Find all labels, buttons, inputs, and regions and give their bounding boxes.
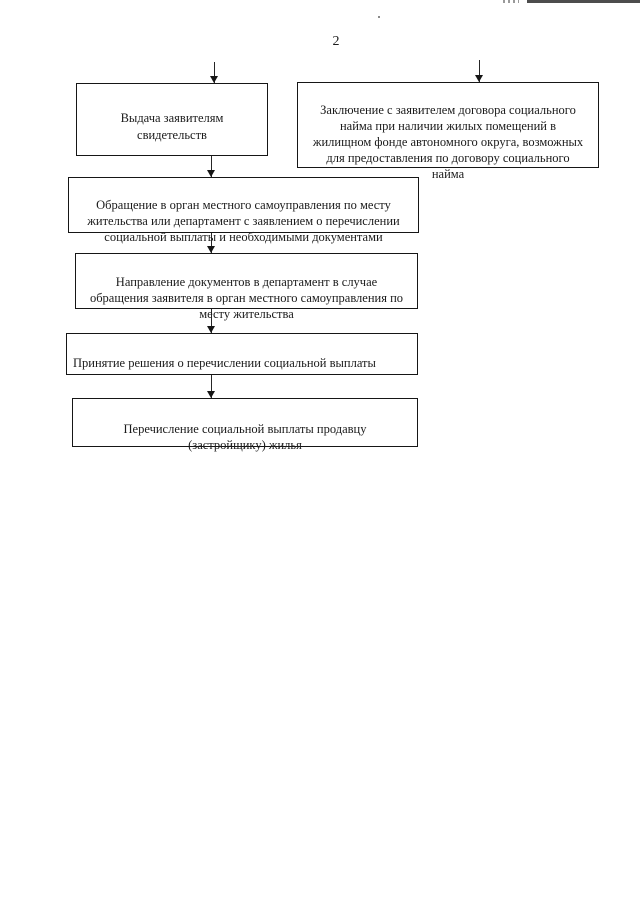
flow-arrow-decision-to-payment [207,375,215,398]
flow-box-transfer-decision-text: Принятие решения о перечислении социальн… [73,356,376,370]
flow-box-forward-documents: Направление документов в департамент в с… [75,253,418,321]
scan-artifact-specks [503,0,519,3]
flow-box-issue-certificates-text: Выдача заявителям свидетельств [120,111,224,142]
flow-arrow-into-issue-certificates [210,62,218,83]
flow-arrow-forwarding-to-decision [207,309,215,333]
flow-box-application-to-authority-text: Обращение в орган местного самоуправлени… [87,198,400,244]
flow-box-application-to-authority: Обращение в орган местного самоуправлени… [68,177,419,244]
flow-box-social-tenancy-agreement: Заключение с заявителем договора социаль… [297,82,599,181]
flow-box-social-tenancy-agreement-text: Заключение с заявителем договора социаль… [312,103,584,181]
flow-arrow-into-tenancy-agreement [475,60,483,82]
flow-box-transfer-payment: Перечисление социальной выплаты продавцу… [72,398,418,452]
page-number: 2 [332,34,340,49]
scan-speck [378,16,380,18]
flow-box-forward-documents-text: Направление документов в департамент в с… [89,275,404,321]
flow-box-transfer-payment-text: Перечисление социальной выплаты продавцу… [123,422,367,452]
flow-arrow-certificates-to-application [207,156,215,177]
scan-artifact-line [527,0,640,3]
flow-box-transfer-decision: Принятие решения о перечислении социальн… [66,333,418,375]
flow-box-issue-certificates: Выдача заявителям свидетельств [76,83,268,156]
flow-arrow-application-to-forwarding [207,233,215,253]
